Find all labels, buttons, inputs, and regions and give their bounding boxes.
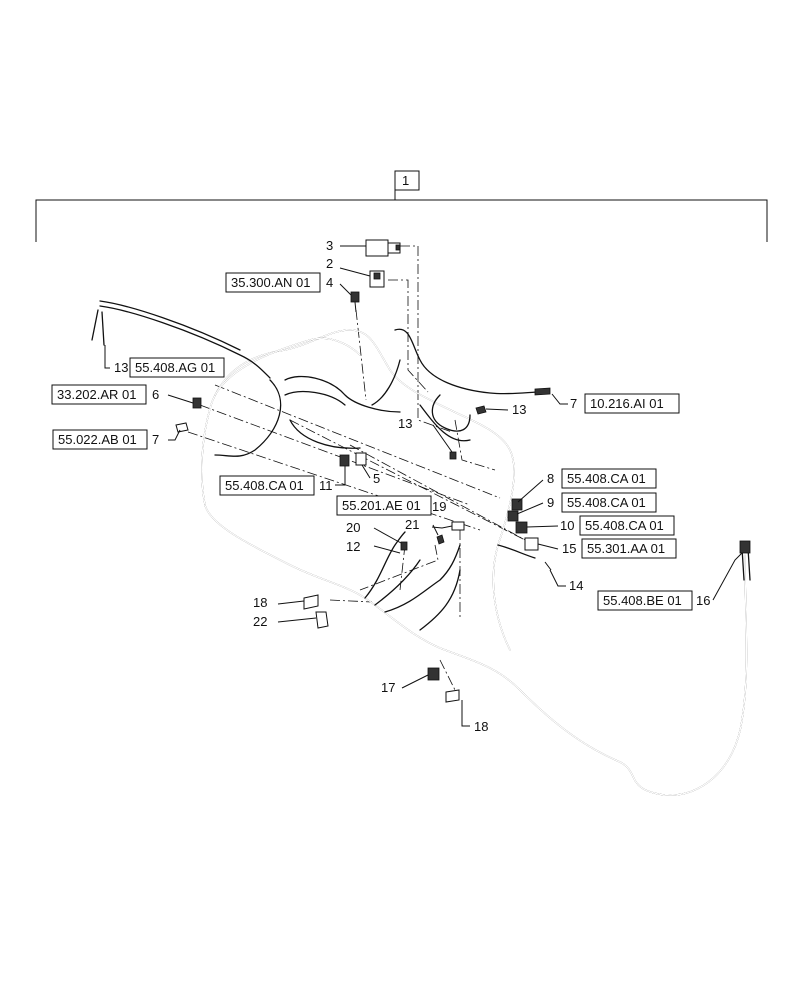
callout-12: 12 — [346, 539, 360, 554]
callout-5: 5 — [373, 471, 380, 486]
callout-18-left: 18 — [253, 595, 267, 610]
assembly-label: 1 — [402, 173, 409, 188]
part-20-icon — [400, 541, 408, 551]
components — [175, 239, 751, 703]
connector-2-icon — [369, 270, 385, 288]
ref-55-408-ca-01-item-9: 55.408.CA 01 — [567, 495, 646, 510]
part-22-clamp-icon — [315, 611, 329, 629]
callout-15: 15 — [562, 541, 576, 556]
callout-18-bottom: 18 — [474, 719, 488, 734]
callout-7-right: 7 — [570, 396, 577, 411]
ref-55-301-aa-01: 55.301.AA 01 — [587, 541, 665, 556]
ref-55-201-ae-01: 55.201.AE 01 — [342, 498, 421, 513]
callout-22: 22 — [253, 614, 267, 629]
part-19-icon — [451, 521, 465, 531]
callout-7-left: 7 — [152, 432, 159, 447]
connector-16-icon — [739, 540, 751, 554]
ref-55-408-ca-01-item-11: 55.408.CA 01 — [225, 478, 304, 493]
ref-10-216-ai-01: 10.216.AI 01 — [590, 396, 664, 411]
ref-55-408-be-01: 55.408.BE 01 — [603, 593, 682, 608]
ref-33-202-ar-01: 33.202.AR 01 — [57, 387, 137, 402]
callout-13-mid: 13 — [398, 416, 412, 431]
callout-10: 10 — [560, 518, 574, 533]
part-18-clip-icon — [303, 594, 319, 610]
callout-20: 20 — [346, 520, 360, 535]
reference-boxes: 35.300.AN 01 55.408.AG 01 33.202.AR 01 5… — [51, 272, 693, 611]
sensor-4-icon — [350, 291, 360, 313]
callout-21: 21 — [405, 517, 419, 532]
callout-13-right: 13 — [512, 402, 526, 417]
callout-3: 3 — [326, 238, 333, 253]
part-7-icon — [175, 422, 189, 433]
ref-35-300-an-01: 35.300.AN 01 — [231, 275, 311, 290]
connector-3-icon — [365, 239, 401, 257]
part-13-mid-icon — [449, 451, 457, 460]
part-6-icon — [192, 397, 202, 409]
ref-55-408-ca-01-item-8: 55.408.CA 01 — [567, 471, 646, 486]
callout-11: 11 — [319, 478, 333, 493]
assembly-bracket: 1 — [35, 170, 768, 242]
ref-55-408-ag-01: 55.408.AG 01 — [135, 360, 215, 375]
ref-55-022-ab-01: 55.022.AB 01 — [58, 432, 137, 447]
part-13-right-icon — [475, 405, 487, 415]
callout-19: 19 — [432, 499, 446, 514]
callout-6: 6 — [152, 387, 159, 402]
ref-55-408-ca-01-item-10: 55.408.CA 01 — [585, 518, 664, 533]
part-14-icon — [544, 561, 552, 571]
callout-14: 14 — [569, 578, 583, 593]
part-7-right-icon — [534, 387, 551, 396]
connector-11-5-icon — [339, 452, 367, 467]
callout-17: 17 — [381, 680, 395, 695]
connector-17-icon — [427, 667, 440, 681]
part-18-bottom-icon — [445, 689, 460, 703]
callout-9: 9 — [547, 495, 554, 510]
callouts: 3 2 4 13 6 7 11 5 13 13 7 8 9 10 15 14 1… — [114, 238, 710, 734]
callout-4: 4 — [326, 275, 333, 290]
callout-2: 2 — [326, 256, 333, 271]
callout-13-left: 13 — [114, 360, 128, 375]
callout-8: 8 — [547, 471, 554, 486]
part-21-icon — [436, 534, 445, 545]
callout-16: 16 — [696, 593, 710, 608]
leader-lines — [104, 245, 743, 727]
